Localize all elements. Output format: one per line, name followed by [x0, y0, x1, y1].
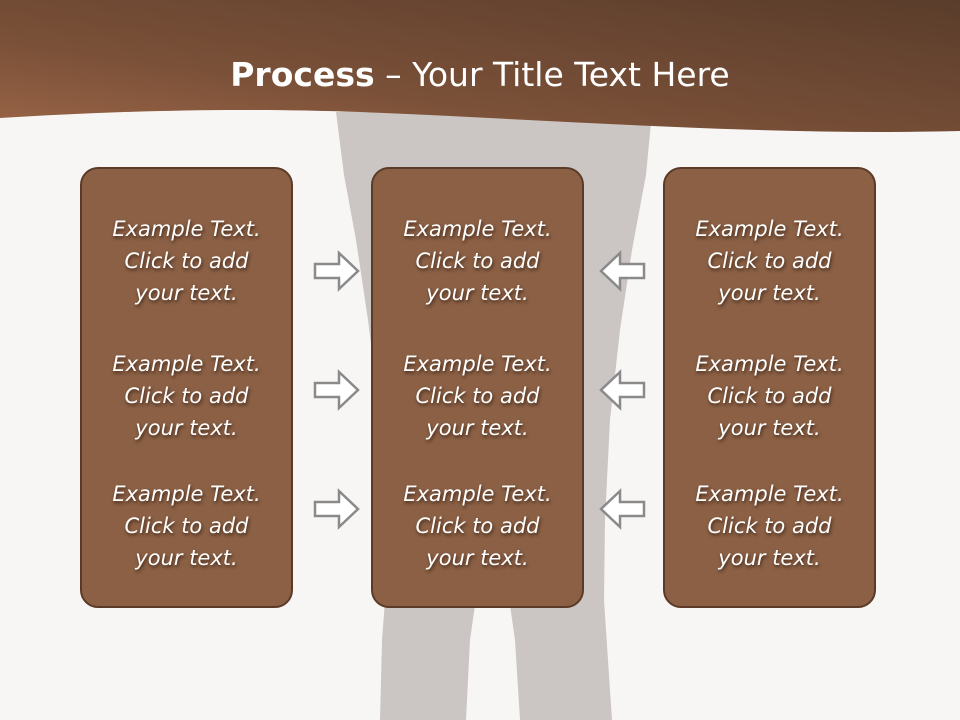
text-line: Click to add — [124, 384, 249, 408]
box-text-block[interactable]: Example Text. Click to add your text. — [373, 478, 582, 574]
page-title: Process – Your Title Text Here — [0, 50, 960, 100]
text-line: Example Text. — [112, 482, 261, 506]
title-rest: Your Title Text Here — [412, 55, 730, 94]
text-line: your text. — [135, 546, 238, 570]
text-line: Example Text. — [695, 482, 844, 506]
text-line: Example Text. — [695, 217, 844, 241]
process-box-center: Example Text. Click to add your text. Ex… — [371, 167, 584, 608]
text-line: your text. — [426, 281, 529, 305]
arrow-left-icon — [599, 369, 646, 411]
box-text-block[interactable]: Example Text. Click to add your text. — [82, 348, 291, 444]
text-line: Click to add — [707, 384, 832, 408]
arrow-right-icon — [313, 488, 360, 530]
title-separator: – — [374, 55, 413, 94]
box-text-block[interactable]: Example Text. Click to add your text. — [665, 478, 874, 574]
text-line: Click to add — [707, 249, 832, 273]
process-box-left: Example Text. Click to add your text. Ex… — [80, 167, 293, 608]
text-line: Click to add — [124, 514, 249, 538]
text-line: your text. — [718, 416, 821, 440]
text-line: Click to add — [707, 514, 832, 538]
text-line: Example Text. — [695, 352, 844, 376]
text-line: Click to add — [124, 249, 249, 273]
text-line: your text. — [718, 546, 821, 570]
text-line: your text. — [135, 416, 238, 440]
box-text-block[interactable]: Example Text. Click to add your text. — [82, 478, 291, 574]
text-line: your text. — [718, 281, 821, 305]
text-line: Example Text. — [112, 352, 261, 376]
arrow-right-icon — [313, 369, 360, 411]
arrow-left-icon — [599, 488, 646, 530]
box-text-block[interactable]: Example Text. Click to add your text. — [82, 213, 291, 309]
box-text-block[interactable]: Example Text. Click to add your text. — [665, 213, 874, 309]
text-line: Click to add — [415, 384, 540, 408]
text-line: Example Text. — [403, 352, 552, 376]
box-text-block[interactable]: Example Text. Click to add your text. — [665, 348, 874, 444]
text-line: Example Text. — [403, 482, 552, 506]
header-band — [0, 0, 960, 132]
text-line: Click to add — [415, 514, 540, 538]
arrow-left-icon — [599, 250, 646, 292]
text-line: Example Text. — [112, 217, 261, 241]
text-line: your text. — [135, 281, 238, 305]
process-box-right: Example Text. Click to add your text. Ex… — [663, 167, 876, 608]
text-line: Example Text. — [403, 217, 552, 241]
text-line: your text. — [426, 416, 529, 440]
title-bold: Process — [230, 55, 375, 94]
box-text-block[interactable]: Example Text. Click to add your text. — [373, 213, 582, 309]
text-line: your text. — [426, 546, 529, 570]
arrow-right-icon — [313, 250, 360, 292]
box-text-block[interactable]: Example Text. Click to add your text. — [373, 348, 582, 444]
text-line: Click to add — [415, 249, 540, 273]
